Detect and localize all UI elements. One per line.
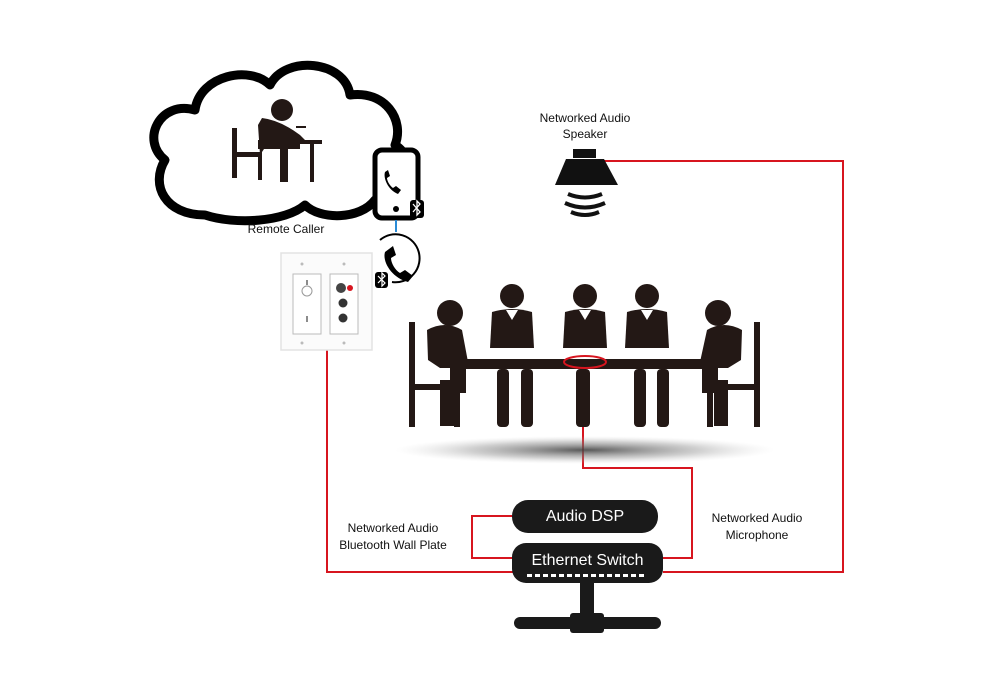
mic-label-line1: Networked Audio bbox=[711, 511, 803, 525]
bluetooth-icon bbox=[410, 199, 424, 218]
remote-caller-label: Remote Caller bbox=[247, 222, 325, 236]
speaker-icon bbox=[555, 149, 618, 217]
ethernet-switch-box bbox=[512, 543, 663, 633]
person-icon bbox=[427, 300, 472, 426]
person-icon bbox=[625, 284, 669, 348]
dsp-to-switch-line bbox=[471, 515, 512, 559]
wallplate-to-switch-line bbox=[326, 350, 515, 573]
mic-label-line2: Microphone bbox=[725, 528, 789, 542]
audio-dsp-label: Audio DSP bbox=[545, 508, 625, 525]
person-at-desk-icon bbox=[232, 99, 322, 182]
speaker-label-line2: Speaker bbox=[562, 127, 608, 141]
wall-plate-icon bbox=[280, 252, 373, 351]
person-icon bbox=[563, 284, 607, 348]
microphone-icon bbox=[563, 355, 607, 369]
person-icon bbox=[696, 300, 742, 426]
smartphone-icon bbox=[372, 147, 421, 221]
speaker-to-switch-line bbox=[603, 160, 844, 573]
mic-to-switch-line bbox=[582, 367, 693, 559]
wallplate-label-line2: Bluetooth Wall Plate bbox=[339, 538, 447, 552]
audio-dsp-box bbox=[512, 500, 658, 533]
person-icon bbox=[490, 284, 534, 348]
wallplate-label-line1: Networked Audio bbox=[347, 521, 439, 535]
speaker-label-line1: Networked Audio bbox=[539, 111, 631, 125]
phone-handset-icon bbox=[375, 233, 421, 288]
conference-table-icon bbox=[395, 284, 775, 464]
connection-lines bbox=[326, 160, 844, 573]
ethernet-switch-label: Ethernet Switch bbox=[531, 552, 644, 569]
